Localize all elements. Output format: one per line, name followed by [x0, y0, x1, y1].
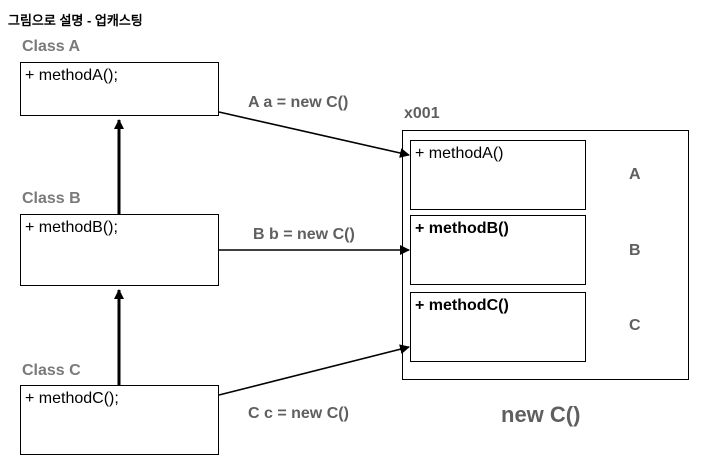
class-c-label: Class C — [22, 362, 81, 379]
arrow-label-a: A a = new C() — [248, 94, 349, 111]
instance-section-b: + methodB() — [410, 215, 586, 285]
instance-section-a: + methodA() — [410, 140, 586, 210]
instance-section-c: + methodC() — [410, 292, 586, 362]
class-c-box: + methodC(); — [20, 385, 219, 455]
reference-arrow-a — [218, 111, 410, 158]
instance-method-c: + methodC() — [415, 297, 509, 314]
instance-method-a: + methodA() — [415, 145, 504, 162]
instance-caption: new C() — [501, 402, 581, 427]
class-a-box: + methodA(); — [20, 62, 219, 116]
section-letter-b: B — [629, 242, 641, 259]
class-a-label: Class A — [22, 38, 81, 55]
class-b-label: Class B — [22, 190, 81, 207]
class-b-method: + methodB(); — [25, 219, 118, 236]
class-c-method: + methodC(); — [25, 390, 119, 407]
section-letter-a: A — [629, 166, 641, 183]
class-b-box: + methodB(); — [20, 214, 219, 286]
diagram-title: 그림으로 설명 - 업캐스팅 — [8, 13, 143, 28]
reference-arrow-c — [218, 344, 410, 396]
arrow-label-c: C c = new C() — [248, 405, 349, 422]
arrow-label-b: B b = new C() — [253, 226, 355, 243]
instance-address: x001 — [404, 105, 440, 122]
class-a-method: + methodA(); — [25, 67, 118, 84]
section-letter-c: C — [629, 317, 641, 334]
instance-method-b: + methodB() — [415, 220, 509, 237]
